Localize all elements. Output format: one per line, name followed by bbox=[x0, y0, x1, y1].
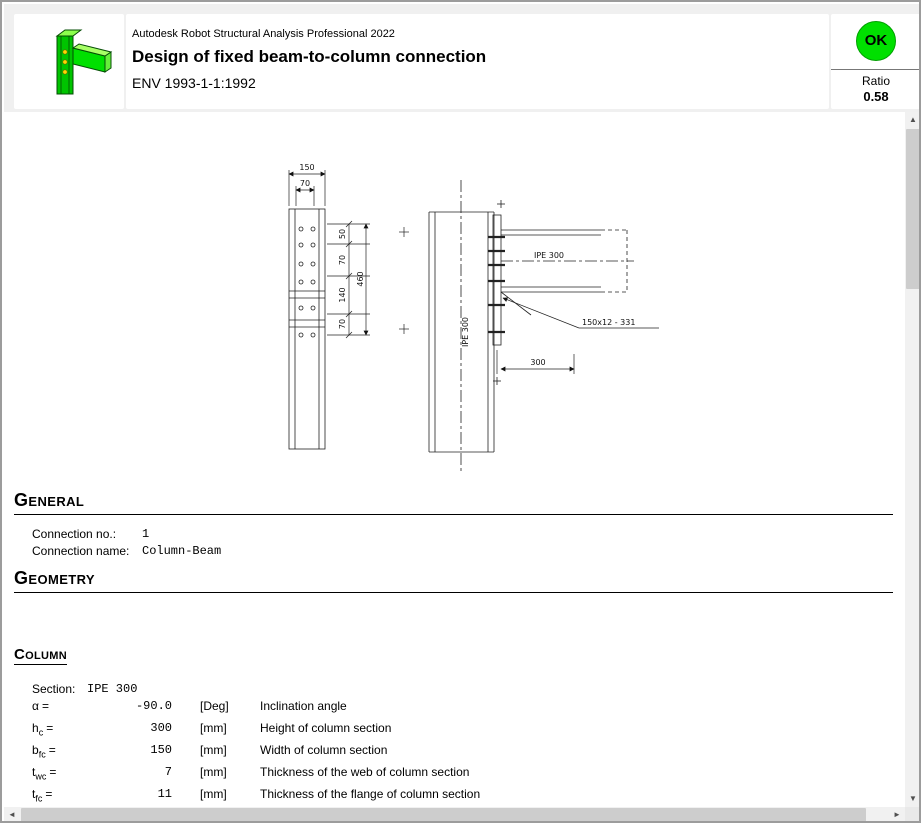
param-unit: [Deg] bbox=[200, 699, 229, 713]
param-value: -90.0 bbox=[135, 699, 172, 713]
param-symbol: hc= bbox=[32, 721, 54, 738]
param-description: Inclination angle bbox=[260, 699, 347, 713]
design-code: ENV 1993-1-1:1992 bbox=[132, 75, 256, 91]
param-value: 11 bbox=[157, 787, 172, 801]
horizontal-scrollbar[interactable]: ◄ ► bbox=[4, 807, 905, 821]
horizontal-scroll-thumb[interactable] bbox=[21, 808, 866, 821]
side-view bbox=[428, 180, 634, 472]
scroll-left-icon: ◄ bbox=[8, 810, 16, 819]
dim-chain-0: 50 bbox=[338, 229, 347, 239]
section-row: Section: IPE 300 bbox=[4, 682, 884, 699]
connection-no-value: 1 bbox=[142, 527, 150, 541]
vertical-scroll-thumb[interactable] bbox=[906, 129, 919, 289]
param-row: twc= 7 [mm] Thickness of the web of colu… bbox=[4, 765, 884, 782]
connection-no-label: Connection no.: bbox=[32, 527, 117, 541]
scroll-left-button[interactable]: ◄ bbox=[4, 807, 20, 821]
param-symbol: twc= bbox=[32, 765, 57, 782]
app-name: Autodesk Robot Structural Analysis Profe… bbox=[132, 28, 395, 40]
param-description: Thickness of the web of column section bbox=[260, 765, 470, 779]
status-badge: OK bbox=[856, 21, 896, 61]
ratio-label: Ratio bbox=[861, 74, 890, 88]
app-icon bbox=[14, 14, 124, 109]
section-heading-general: General bbox=[14, 490, 893, 515]
page-title: Design of fixed beam-to-column connectio… bbox=[132, 47, 487, 66]
param-row: α= -90.0 [Deg] Inclination angle bbox=[4, 699, 884, 716]
column-section-label: IPE 300 bbox=[461, 317, 470, 347]
param-value: 300 bbox=[150, 721, 172, 735]
connection-drawing: 150 70 50 70 140 70 460 bbox=[288, 163, 659, 472]
connection-icon bbox=[55, 29, 113, 94]
param-unit: [mm] bbox=[200, 721, 227, 735]
scroll-down-button[interactable]: ▼ bbox=[905, 791, 919, 807]
scroll-right-button[interactable]: ► bbox=[889, 807, 905, 821]
scroll-down-icon: ▼ bbox=[909, 794, 917, 803]
param-description: Width of column section bbox=[260, 743, 388, 757]
param-row: hc= 300 [mm] Height of column section bbox=[4, 721, 884, 738]
param-value: 7 bbox=[164, 765, 172, 779]
front-view-dimensions bbox=[288, 170, 409, 339]
param-unit: [mm] bbox=[200, 787, 227, 801]
param-unit: [mm] bbox=[200, 765, 227, 779]
plate-label: 150x12 - 331 bbox=[582, 318, 635, 327]
dim-label-plate: 300 bbox=[530, 358, 545, 367]
status-panel: OK Ratio 0.58 bbox=[831, 14, 919, 109]
dim-chain-2: 140 bbox=[338, 287, 347, 302]
ratio-value: 0.58 bbox=[863, 89, 889, 104]
scroll-right-icon: ► bbox=[893, 810, 901, 819]
dim-label-width: 150 bbox=[299, 163, 314, 172]
side-view-dimensions bbox=[496, 297, 659, 374]
front-view bbox=[288, 208, 326, 450]
param-row: tfc= 11 [mm] Thickness of the flange of … bbox=[4, 787, 884, 804]
title-block: Autodesk Robot Structural Analysis Profe… bbox=[126, 14, 829, 109]
connection-name-label: Connection name: bbox=[32, 544, 130, 558]
param-value: 150 bbox=[150, 743, 172, 757]
section-value: IPE 300 bbox=[87, 682, 138, 696]
general-row: Connection name: Column-Beam bbox=[4, 544, 884, 561]
param-symbol: α= bbox=[32, 699, 49, 713]
report-body: 150 70 50 70 140 70 460 bbox=[4, 112, 905, 807]
general-row: Connection no.: 1 bbox=[4, 527, 884, 544]
param-description: Thickness of the flange of column sectio… bbox=[260, 787, 481, 801]
section-heading-geometry: Geometry bbox=[14, 568, 893, 593]
param-symbol: bfc= bbox=[32, 743, 56, 760]
status-divider bbox=[831, 69, 919, 70]
dim-chain-1: 70 bbox=[338, 255, 347, 265]
dim-chain-3: 70 bbox=[338, 319, 347, 329]
scroll-up-button[interactable]: ▲ bbox=[905, 112, 919, 128]
report-header: Autodesk Robot Structural Analysis Profe… bbox=[4, 4, 919, 113]
dim-label-overall: 460 bbox=[356, 271, 365, 286]
param-row: bfc= 150 [mm] Width of column section bbox=[4, 743, 884, 760]
beam-section-label: IPE 300 bbox=[534, 251, 564, 260]
param-unit: [mm] bbox=[200, 743, 227, 757]
param-description: Height of column section bbox=[260, 721, 392, 735]
param-symbol: tfc= bbox=[32, 787, 53, 804]
connection-name-value: Column-Beam bbox=[142, 544, 222, 558]
subsection-heading-column: Column bbox=[14, 646, 67, 665]
scrollbar-corner bbox=[905, 807, 919, 821]
dim-label-gauge: 70 bbox=[300, 179, 310, 188]
section-label: Section: bbox=[32, 682, 76, 696]
vertical-scrollbar[interactable]: ▲ ▼ bbox=[905, 112, 919, 807]
scroll-up-icon: ▲ bbox=[909, 115, 917, 124]
